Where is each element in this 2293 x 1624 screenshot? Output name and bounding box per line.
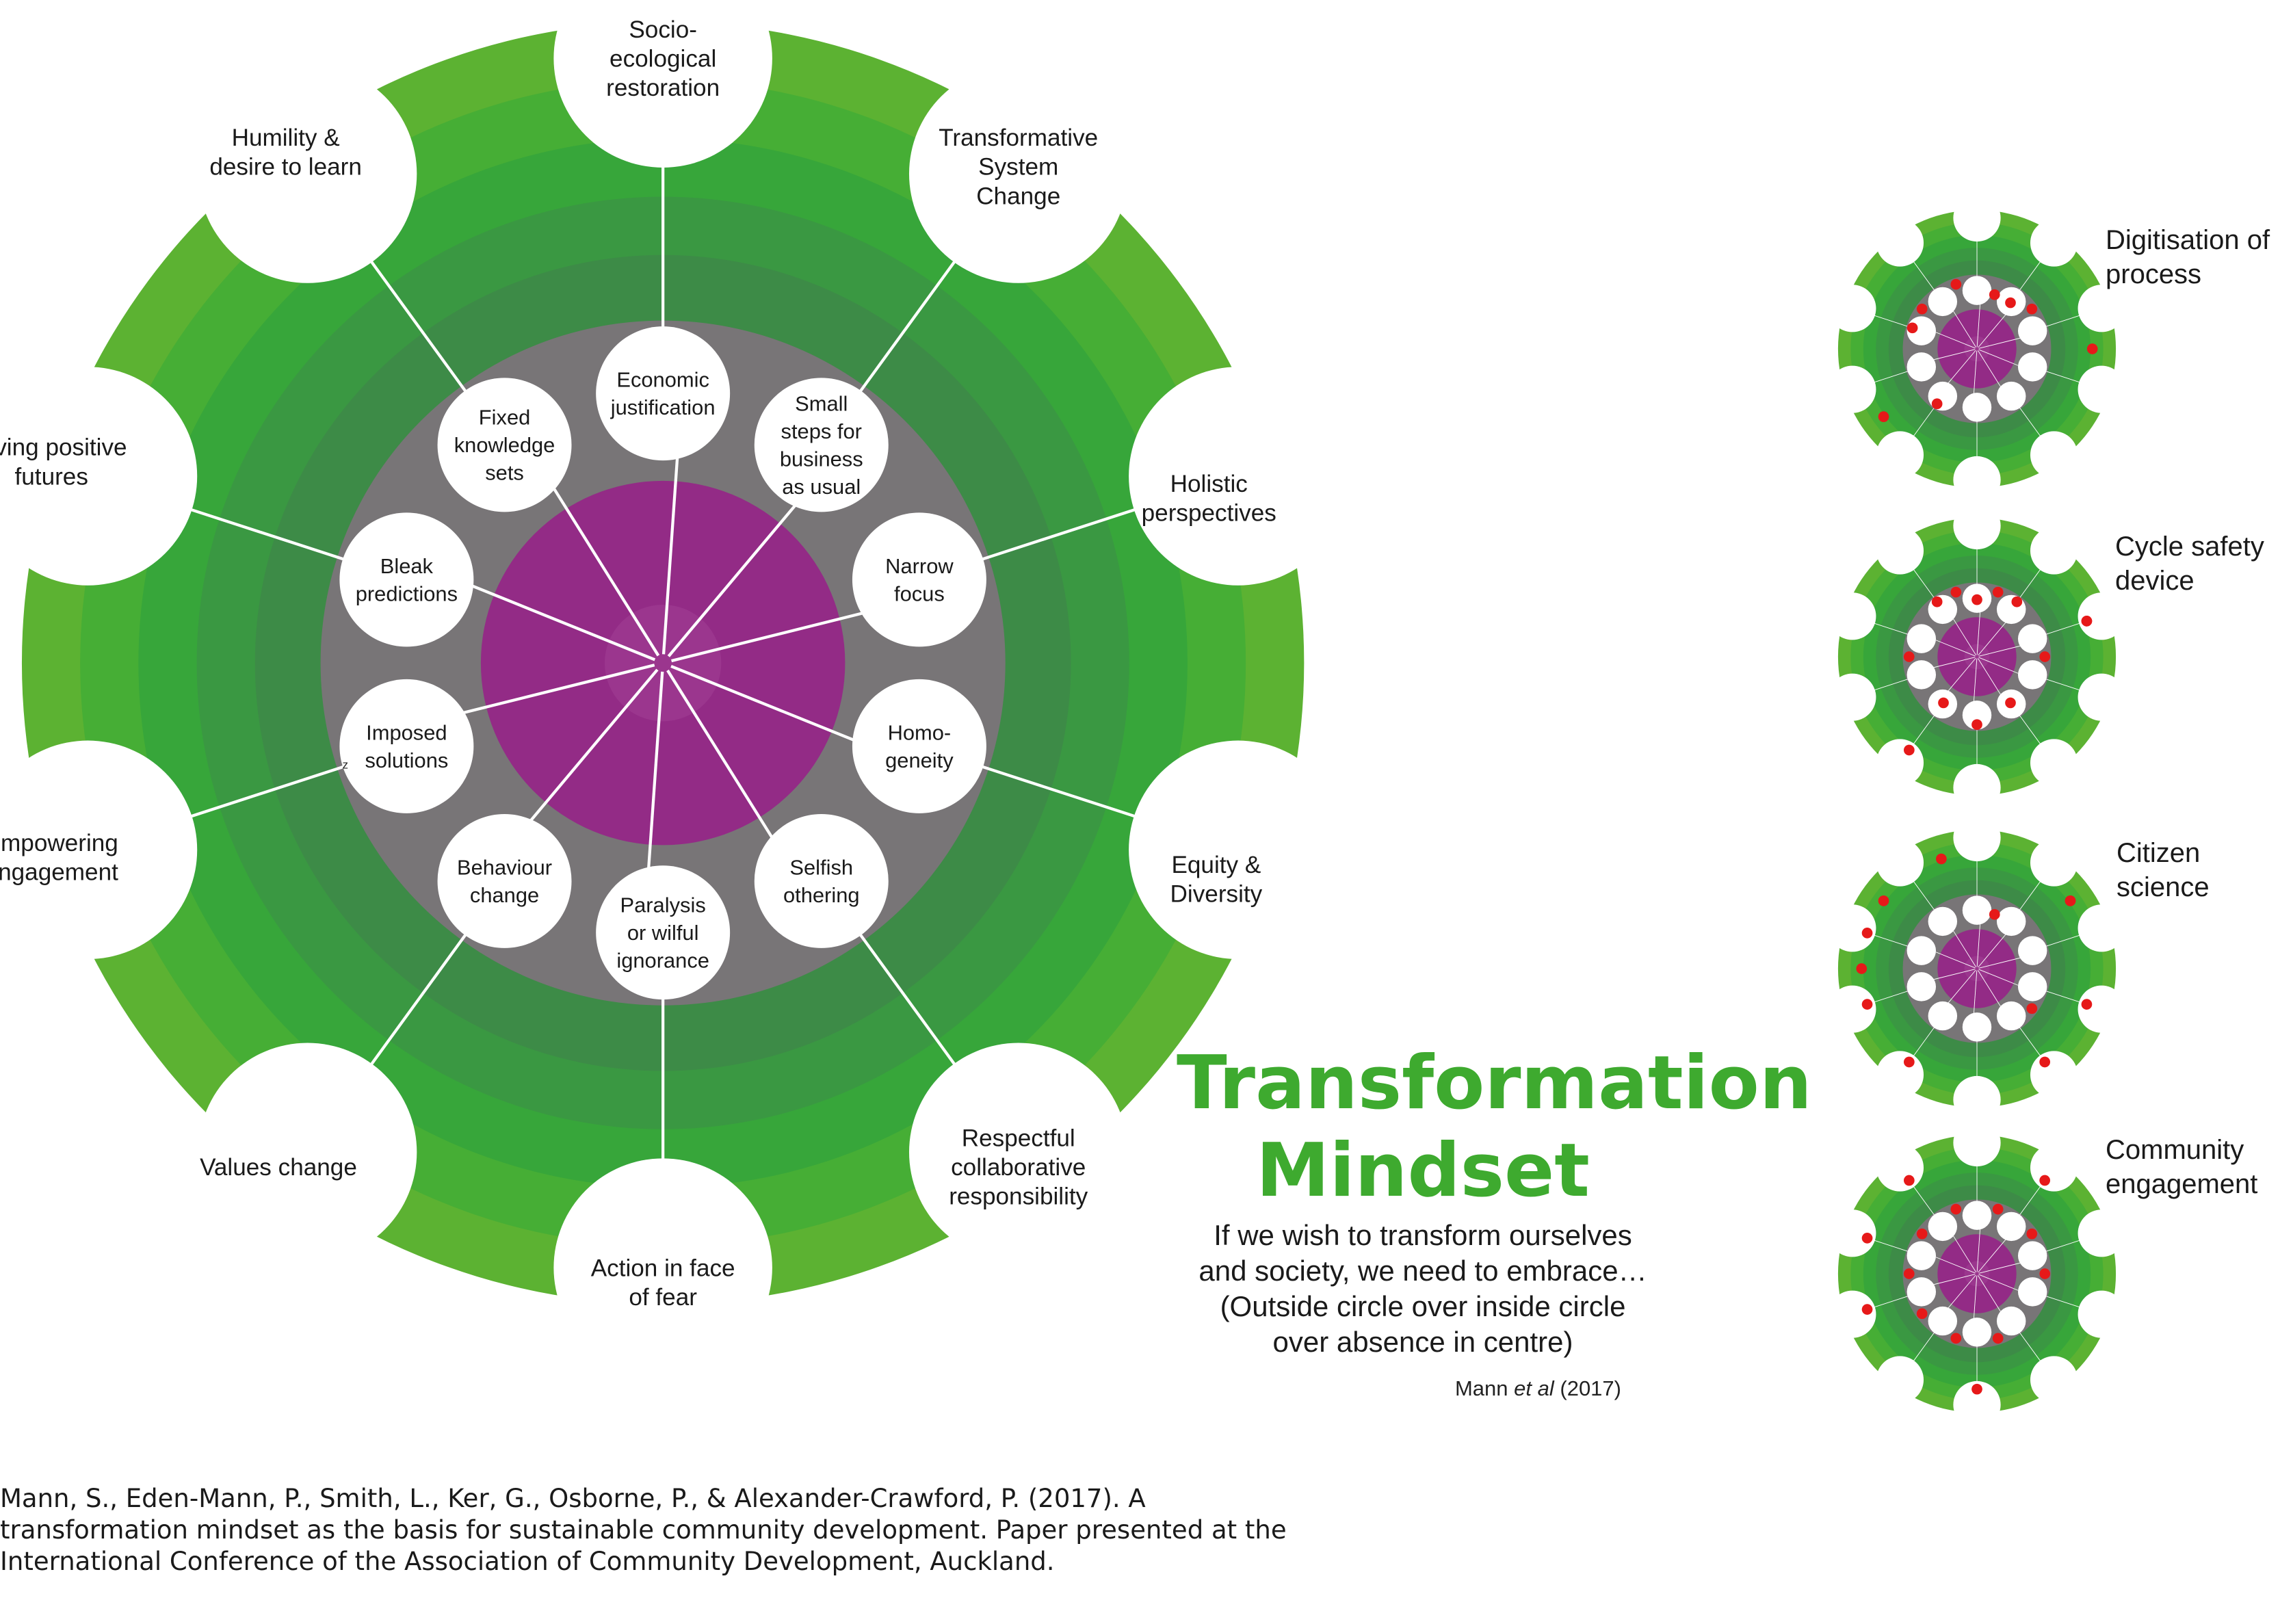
assessment-dot [1936, 853, 1947, 865]
citation-line-3: International Conference of the Associat… [0, 1547, 1055, 1576]
outer-label: Values change [200, 1154, 357, 1181]
outer-label: Humility &desire to learn [209, 125, 362, 181]
tagline-line-4: over absence in centre) [1272, 1326, 1573, 1358]
assessment-dot [1903, 1175, 1915, 1186]
citation-line-2: transformation mindset as the basis for … [0, 1515, 1287, 1545]
case-label-community-engagement: Community engagement [2106, 1133, 2257, 1201]
assessment-dot [1861, 1304, 1873, 1315]
citation-line-1: Mann, S., Eden-Mann, P., Smith, L., Ker,… [0, 1484, 1146, 1513]
assessment-dot [1878, 411, 1889, 423]
assessment-dot [1938, 697, 1949, 709]
tagline-line-3: (Outside circle over inside circle [1220, 1290, 1626, 1322]
credit-year: (2017) [1554, 1376, 1621, 1400]
case-label-line: Community [2106, 1135, 2244, 1165]
credit-author: Mann [1454, 1376, 1515, 1400]
assessment-dot [1992, 1333, 2004, 1344]
case-label-cycle-safety: Cycle safety device [2115, 529, 2264, 598]
citation: Mann, S., Eden-Mann, P., Smith, L., Ker,… [0, 1483, 1300, 1577]
case-label-line: engagement [2106, 1169, 2258, 1199]
inner-label: Homo-geneity [885, 720, 954, 772]
assessment-dot [1971, 719, 1982, 731]
case-wheel-cycle-safety [1837, 517, 2117, 796]
credit-etal: et al [1514, 1376, 1554, 1400]
assessment-dot [1903, 744, 1915, 756]
assessment-dot [2039, 651, 2051, 662]
assessment-dot [1856, 963, 1868, 974]
assessment-dot [2026, 1228, 2038, 1240]
assessment-dot [2005, 697, 2016, 709]
assessment-dot [1931, 596, 1943, 607]
stray-mark: z [343, 759, 349, 772]
assessment-dot [2081, 616, 2093, 627]
assessment-dot [1950, 1203, 1962, 1215]
case-label-line: device [2115, 566, 2194, 596]
assessment-dot [1861, 1233, 1873, 1244]
title-line-2: Mindset [1256, 1128, 1590, 1214]
case-label-line: Citizen science [2117, 838, 2210, 902]
assessment-dot [1861, 999, 1873, 1010]
tagline: If we wish to transform ourselves and so… [1163, 1218, 1683, 1360]
title-line-1: Transformation [1177, 1040, 1812, 1126]
assessment-dot [2039, 1175, 2051, 1186]
assessment-dot [1907, 322, 1918, 334]
assessment-dot [1916, 303, 1928, 315]
outer-label: Empoweringengagement [0, 830, 118, 886]
assessment-dot [2081, 999, 2093, 1010]
case-wheel-digitisation [1837, 209, 2117, 488]
assessment-dot [2039, 1056, 2051, 1068]
tagline-line-2: and society, we need to embrace… [1198, 1255, 1647, 1287]
assessment-dot [1878, 895, 1889, 906]
assessment-dot [2026, 1003, 2038, 1014]
assessment-dot [1971, 1383, 1982, 1395]
assessment-dot [2065, 895, 2076, 906]
case-wheel-community-engagement [1837, 1134, 2117, 1413]
case-label-line: Cycle safety [2115, 532, 2264, 562]
assessment-dot [1989, 908, 2000, 920]
case-label-citizen-science: Citizen science [2117, 836, 2293, 904]
assessment-dot [1992, 586, 2004, 598]
assessment-dot [1950, 1333, 1962, 1344]
assessment-dot [1931, 398, 1943, 410]
case-label-line: process [2106, 259, 2202, 289]
outer-label: Equity &Diversity [1170, 852, 1263, 908]
tagline-line-1: If we wish to transform ourselves [1214, 1219, 1632, 1251]
assessment-dot [1903, 1268, 1915, 1279]
assessment-dot [2026, 303, 2038, 315]
assessment-dot [1916, 1228, 1928, 1240]
case-wheel-citizen-science [1837, 829, 2117, 1108]
diagram-title: Transformation Mindset [1177, 1040, 1812, 1215]
assessment-dot [1992, 1203, 2004, 1215]
assessment-dot [1950, 586, 1962, 598]
assessment-dot [1861, 928, 1873, 939]
case-label-digitisation: Digitisation of process [2106, 223, 2270, 291]
assessment-dot [1971, 594, 1982, 605]
assessment-dot [1989, 289, 2000, 300]
assessment-dot [1903, 1056, 1915, 1068]
assessment-dot [2011, 596, 2023, 607]
assessment-dot [1916, 1308, 1928, 1320]
assessment-dot [1903, 651, 1915, 662]
assessment-dot [1950, 278, 1962, 290]
credit: Mann et al (2017) [1375, 1376, 1621, 1401]
case-label-line: Digitisation of [2106, 225, 2270, 255]
assessment-dot [2005, 297, 2016, 309]
assessment-dot [2086, 343, 2098, 354]
assessment-dot [2039, 1268, 2051, 1279]
